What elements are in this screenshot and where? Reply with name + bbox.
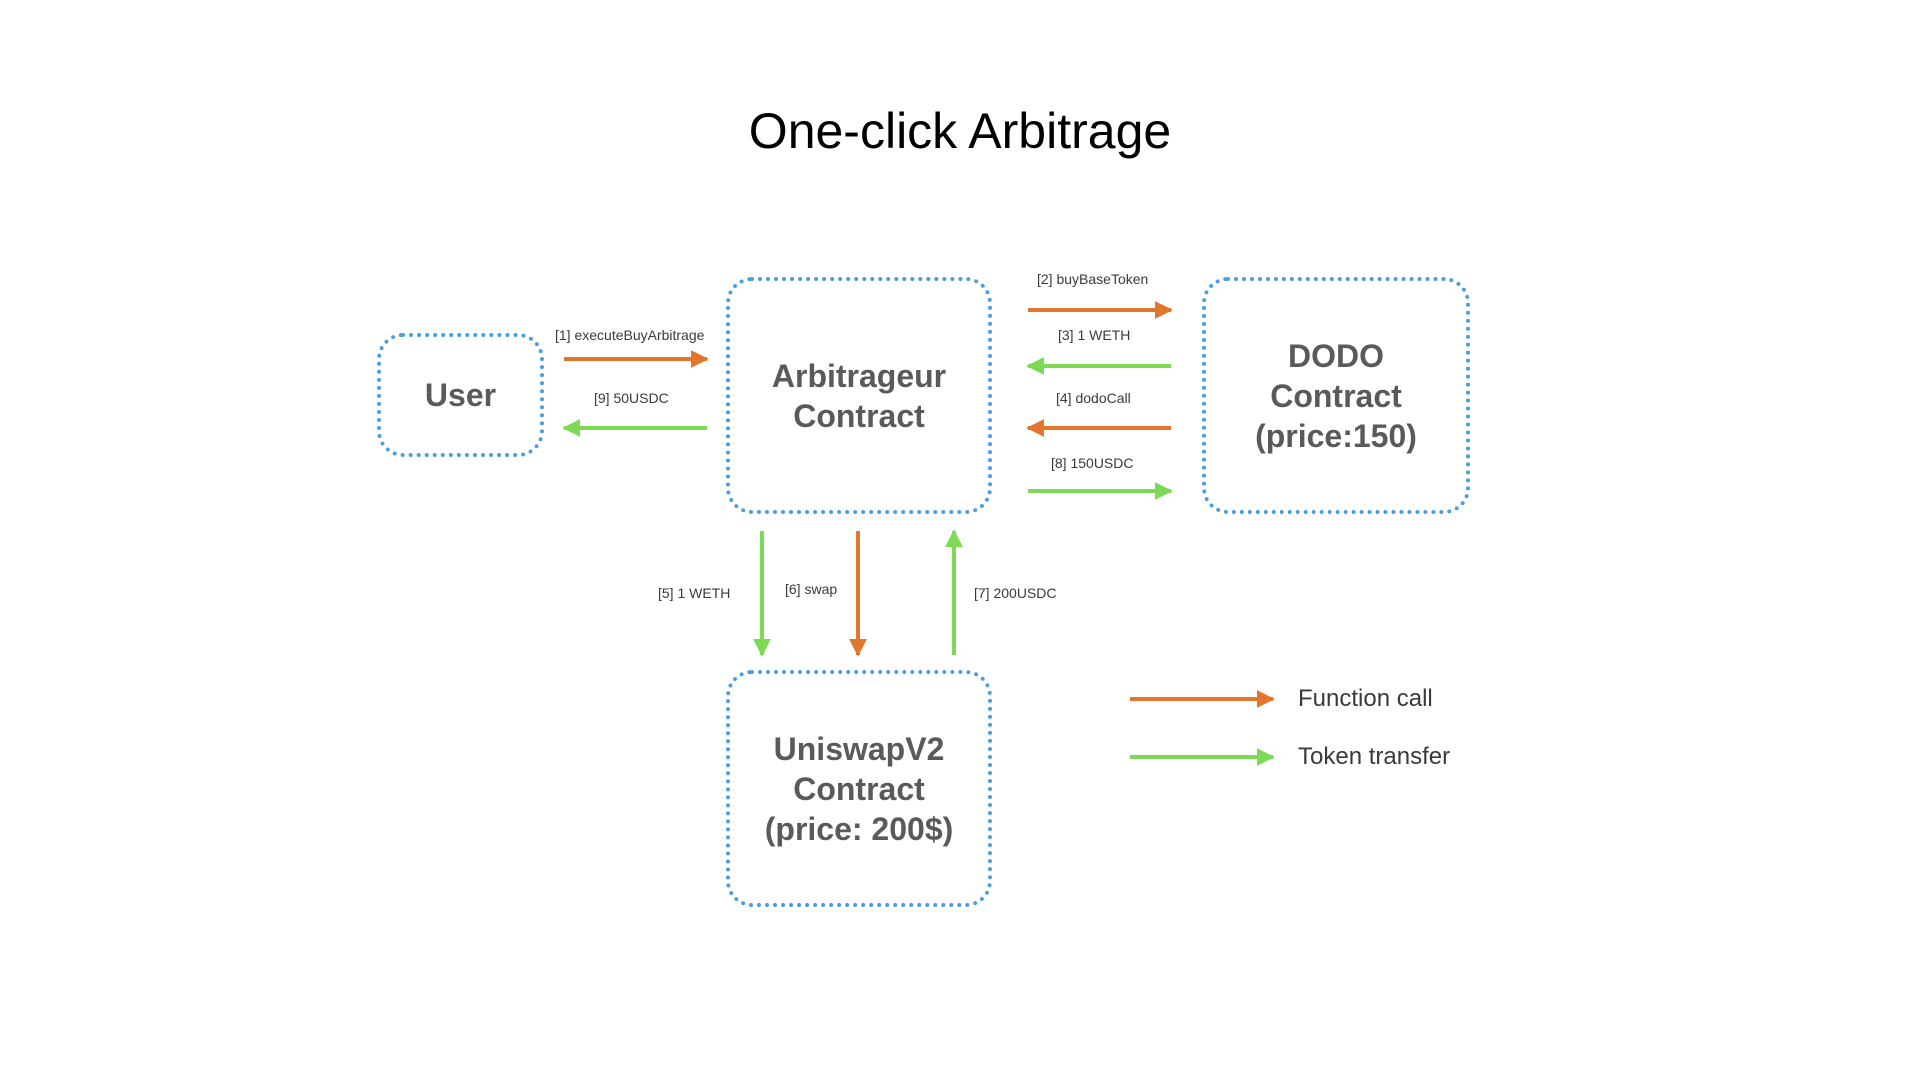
edge-label-5: [5] 1 WETH xyxy=(658,585,731,601)
node-arbitrageur-line-2: Contract xyxy=(793,397,925,434)
node-dodo-contract: DODO Contract (price:150) xyxy=(1202,277,1470,514)
node-uniswapv2-contract: UniswapV2 Contract (price: 200$) xyxy=(726,670,992,907)
node-user: User xyxy=(377,333,544,457)
node-uniswap-line-3: (price: 200$) xyxy=(764,810,954,847)
legend-token-transfer-label: Token transfer xyxy=(1298,743,1451,770)
edge-label-2: [2] buyBaseToken xyxy=(1037,271,1149,287)
edge-label-6: [6] swap xyxy=(785,581,838,597)
node-uniswap-line-2: Contract xyxy=(793,770,925,807)
diagram-title: One-click Arbitrage xyxy=(748,103,1172,159)
edge-label-1: [1] executeBuyArbitrage xyxy=(555,327,705,343)
node-dodo-line-3: (price:150) xyxy=(1255,417,1417,454)
edge-label-8: [8] 150USDC xyxy=(1051,455,1134,471)
edge-label-3: [3] 1 WETH xyxy=(1058,327,1131,343)
node-user-label: User xyxy=(424,377,497,413)
edge-label-4: [4] dodoCall xyxy=(1056,390,1131,406)
node-dodo-line-2: Contract xyxy=(1270,377,1402,414)
node-arbitrageur-contract: Arbitrageur Contract xyxy=(726,277,992,514)
legend-function-call-label: Function call xyxy=(1298,685,1433,712)
edge-label-9: [9] 50USDC xyxy=(594,390,669,406)
node-arbitrageur-line-1: Arbitrageur xyxy=(771,357,947,394)
edge-label-7: [7] 200USDC xyxy=(974,585,1057,601)
node-uniswap-line-1: UniswapV2 xyxy=(773,730,945,767)
node-dodo-line-1: DODO xyxy=(1288,337,1384,374)
